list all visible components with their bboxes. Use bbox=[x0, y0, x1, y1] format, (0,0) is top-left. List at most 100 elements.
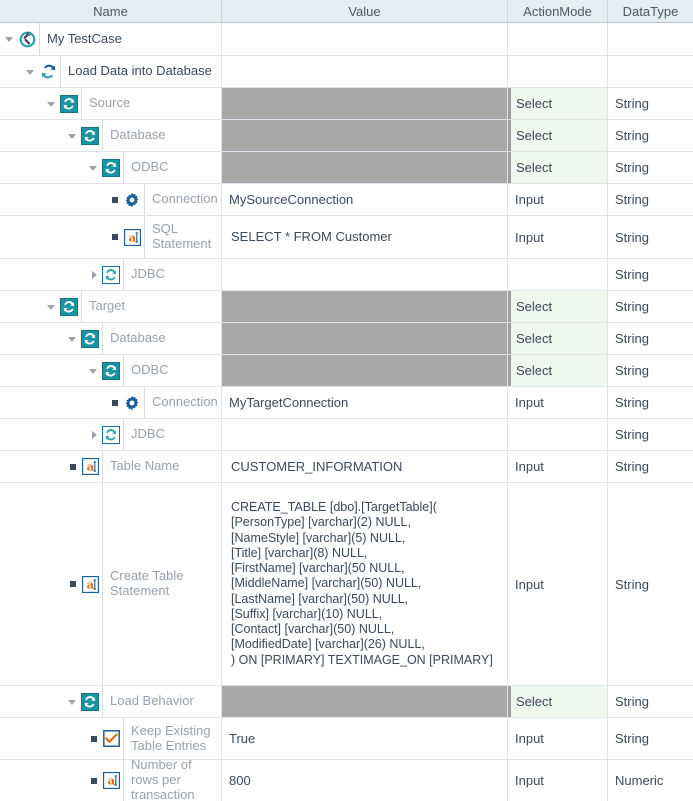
row-name-cell[interactable]: Connection bbox=[0, 387, 222, 418]
row-datatype-cell[interactable]: String bbox=[608, 259, 693, 290]
row-datatype-cell[interactable]: String bbox=[608, 323, 693, 354]
row-value-cell[interactable] bbox=[222, 259, 508, 290]
row-actionmode-cell[interactable]: Select bbox=[508, 323, 608, 354]
expander-collapse-icon[interactable] bbox=[46, 88, 58, 119]
row-datatype-cell[interactable] bbox=[608, 23, 693, 55]
row-value-cell[interactable]: 800 bbox=[222, 760, 508, 801]
row-datatype-cell[interactable]: String bbox=[608, 355, 693, 386]
row-actionmode-cell[interactable] bbox=[508, 259, 608, 290]
row-name-cell[interactable]: Load Data into Database bbox=[0, 56, 222, 87]
row-actionmode-cell[interactable]: Input bbox=[508, 718, 608, 759]
row-actionmode-cell[interactable]: Input bbox=[508, 483, 608, 685]
row-datatype-cell[interactable]: String bbox=[608, 152, 693, 183]
row-name-cell[interactable]: ODBC bbox=[0, 355, 222, 386]
row-datatype-cell[interactable]: String bbox=[608, 88, 693, 119]
row-value-cell[interactable] bbox=[222, 23, 508, 55]
row-value-cell[interactable] bbox=[222, 56, 508, 87]
expander-collapse-icon[interactable] bbox=[88, 152, 100, 183]
row-name-cell[interactable]: My TestCase bbox=[0, 23, 222, 55]
row-datatype-cell[interactable]: String bbox=[608, 216, 693, 258]
row-actionmode-cell[interactable]: Select bbox=[508, 88, 608, 119]
row-name-cell[interactable]: Keep Existing Table Entries bbox=[0, 718, 222, 759]
row-actionmode-cell[interactable]: Input bbox=[508, 451, 608, 482]
row-actionmode-cell[interactable]: Select bbox=[508, 686, 608, 717]
row-datatype-cell[interactable]: Numeric bbox=[608, 760, 693, 801]
row-actionmode-cell[interactable] bbox=[508, 56, 608, 87]
row-datatype-cell[interactable] bbox=[608, 56, 693, 87]
row-actionmode-cell[interactable]: Input bbox=[508, 387, 608, 418]
row-datatype-cell[interactable]: String bbox=[608, 120, 693, 151]
expander-collapse-icon[interactable] bbox=[4, 23, 16, 55]
row-value-cell[interactable]: True bbox=[222, 718, 508, 759]
row-datatype-cell[interactable]: String bbox=[608, 387, 693, 418]
row-datatype-cell[interactable]: String bbox=[608, 483, 693, 685]
row-name-cell[interactable]: Database bbox=[0, 323, 222, 354]
row-value-cell[interactable] bbox=[222, 419, 508, 450]
expander-collapse-icon[interactable] bbox=[88, 355, 100, 386]
row-actionmode-cell[interactable]: Select bbox=[508, 120, 608, 151]
row-value-cell[interactable]: SELECT * FROM Customer bbox=[222, 216, 508, 258]
table-row[interactable]: Load Data into Database bbox=[0, 56, 693, 88]
row-value-cell[interactable]: CREATE_TABLE [dbo].[TargetTable]( [Perso… bbox=[222, 483, 508, 685]
expander-collapse-icon[interactable] bbox=[67, 323, 79, 354]
table-row[interactable]: My TestCase bbox=[0, 23, 693, 56]
row-name-label: Connection bbox=[144, 184, 221, 215]
table-row[interactable]: JDBC String bbox=[0, 419, 693, 451]
row-name-cell[interactable]: JDBC bbox=[0, 259, 222, 290]
row-name-cell[interactable]: Target bbox=[0, 291, 222, 322]
row-datatype-cell[interactable]: String bbox=[608, 451, 693, 482]
expander-expand-icon[interactable] bbox=[88, 419, 100, 450]
expander-collapse-icon[interactable] bbox=[25, 56, 37, 87]
column-header-datatype[interactable]: DataType bbox=[622, 3, 679, 19]
row-actionmode-cell[interactable]: Input bbox=[508, 216, 608, 258]
expander-expand-icon[interactable] bbox=[88, 259, 100, 290]
row-datatype-cell[interactable]: String bbox=[608, 718, 693, 759]
row-actionmode-cell[interactable]: Select bbox=[508, 291, 608, 322]
column-header-name[interactable]: Name bbox=[0, 0, 222, 22]
row-name-cell[interactable]: ODBC bbox=[0, 152, 222, 183]
row-name-cell[interactable]: Connection bbox=[0, 184, 222, 215]
row-datatype-cell[interactable]: String bbox=[608, 291, 693, 322]
row-actionmode-cell[interactable] bbox=[508, 419, 608, 450]
row-actionmode-cell[interactable] bbox=[508, 23, 608, 55]
row-name-cell[interactable]: Load Behavior bbox=[0, 686, 222, 717]
expander-collapse-icon[interactable] bbox=[46, 291, 58, 322]
column-header-value[interactable]: Value bbox=[222, 0, 508, 22]
row-actionmode-cell[interactable]: Input bbox=[508, 184, 608, 215]
expander-collapse-icon[interactable] bbox=[67, 120, 79, 151]
row-name-cell[interactable]: Source bbox=[0, 88, 222, 119]
expander-collapse-icon[interactable] bbox=[67, 686, 79, 717]
row-datatype-cell[interactable]: String bbox=[608, 686, 693, 717]
row-name-label: ODBC bbox=[123, 355, 221, 386]
row-datatype-cell[interactable]: String bbox=[608, 184, 693, 215]
row-value-cell[interactable]: CUSTOMER_INFORMATION bbox=[222, 451, 508, 482]
row-name-cell[interactable]: JDBC bbox=[0, 419, 222, 450]
row-actionmode-cell[interactable]: Select bbox=[508, 152, 608, 183]
row-actionmode-cell[interactable]: Input bbox=[508, 760, 608, 801]
row-value-cell[interactable]: MyTargetConnection bbox=[222, 387, 508, 418]
row-datatype-cell[interactable]: String bbox=[608, 419, 693, 450]
row-actionmode-cell[interactable]: Select bbox=[508, 355, 608, 386]
table-row[interactable]: JDBC String bbox=[0, 259, 693, 291]
row-name-cell[interactable]: Database bbox=[0, 120, 222, 151]
column-header-actionmode[interactable]: ActionMode bbox=[508, 0, 608, 22]
row-value-cell[interactable]: MySourceConnection bbox=[222, 184, 508, 215]
